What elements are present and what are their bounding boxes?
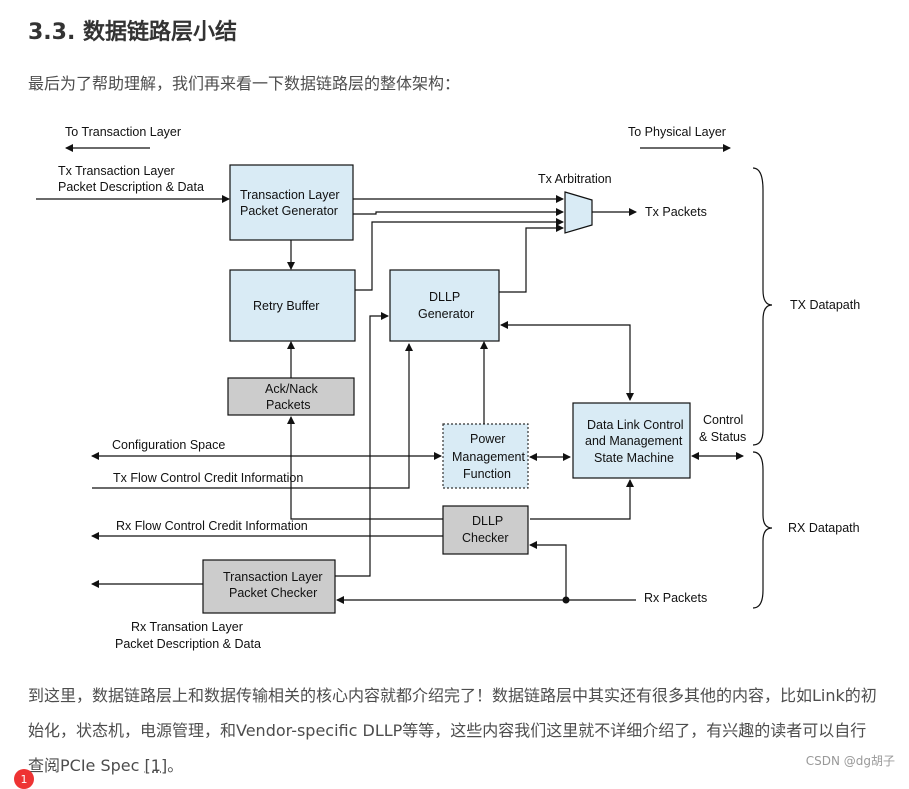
to-transaction-layer-label: To Transaction Layer — [65, 125, 181, 139]
tx-arbitration-mux — [565, 192, 592, 233]
rx-packets-label: Rx Packets — [644, 591, 707, 605]
retry-buffer-label: Retry Buffer — [253, 299, 319, 313]
rx-tlp-desc-line2: Packet Description & Data — [115, 637, 261, 651]
tx-datapath-label: TX Datapath — [790, 298, 860, 312]
tx-tlp-desc-line2: Packet Description & Data — [58, 180, 204, 194]
control-status-label1: Control — [703, 413, 743, 427]
dllp-generator-box — [390, 270, 499, 341]
power-management-label1: Power — [470, 432, 505, 446]
rx-flow-control-label: Rx Flow Control Credit Information — [116, 519, 308, 533]
dlcmsm-label3: State Machine — [594, 451, 674, 465]
power-management-label2: Management — [452, 450, 525, 464]
power-management-label3: Function — [463, 467, 511, 481]
to-physical-layer-label: To Physical Layer — [628, 125, 726, 139]
csdn-watermark: CSDN @dg胡子 — [806, 752, 895, 769]
dllp-checker-label2: Checker — [462, 531, 509, 545]
rx-tlp-desc-line1: Rx Transation Layer — [131, 620, 243, 634]
dllp-generator-label2: Generator — [418, 307, 474, 321]
ack-nack-label1: Ack/Nack — [265, 382, 319, 396]
dllp-checker-label1: DLLP — [472, 514, 503, 528]
rx-datapath-label: RX Datapath — [788, 521, 860, 535]
tx-arbitration-label: Tx Arbitration — [538, 172, 612, 186]
tx-datapath-brace — [753, 168, 772, 445]
summary-paragraph: 到这里，数据链路层上和数据传输相关的核心内容就都介绍完了！数据链路层中其实还有很… — [28, 678, 878, 783]
summary-end: 。 — [167, 756, 183, 775]
tlp-checker-label2: Packet Checker — [229, 586, 317, 600]
dlcmsm-label2: and Management — [585, 434, 683, 448]
tx-packets-label: Tx Packets — [645, 205, 707, 219]
tx-tlp-desc-line1: Tx Transaction Layer — [58, 164, 175, 178]
control-status-label2: & Status — [699, 430, 746, 444]
tlp-generator-label2: Packet Generator — [240, 204, 338, 218]
configuration-space-label: Configuration Space — [112, 438, 225, 452]
tx-flow-control-label: Tx Flow Control Credit Information — [113, 471, 303, 485]
dlcmsm-label1: Data Link Control — [587, 418, 684, 432]
section-heading: 3.3. 数据链路层小结 — [28, 14, 237, 46]
tlp-checker-label1: Transaction Layer — [223, 570, 323, 584]
rx-datapath-brace — [753, 452, 772, 608]
intro-text: 最后为了帮助理解，我们再来看一下数据链路层的整体架构： — [28, 70, 460, 94]
data-link-layer-diagram: To Transaction Layer To Physical Layer T… — [0, 110, 909, 670]
tlp-generator-box — [230, 165, 353, 240]
dllp-generator-label1: DLLP — [429, 290, 460, 304]
tlp-generator-label1: Transaction Layer — [240, 188, 340, 202]
reference-link[interactable]: [1] — [145, 756, 168, 775]
ack-nack-label2: Packets — [266, 398, 310, 412]
notification-badge[interactable]: 1 — [14, 769, 34, 789]
